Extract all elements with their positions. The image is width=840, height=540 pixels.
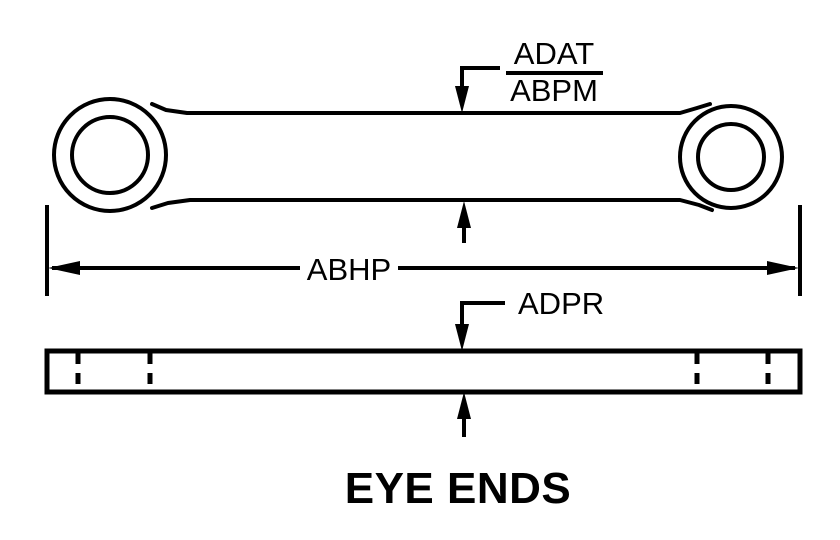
- label-abhp: ABHP: [307, 252, 391, 287]
- label-abpm: ABPM: [510, 73, 598, 108]
- right-eye-outer-circle: [678, 104, 784, 210]
- plan-view: [52, 97, 784, 213]
- width-lower-arrow-group: [457, 201, 471, 243]
- thickness-lower-arrow-group: [457, 392, 471, 437]
- label-adpr: ADPR: [518, 286, 604, 321]
- left-eye-outer-circle: [52, 97, 168, 213]
- width-arrow-up: [457, 201, 471, 228]
- bar-bottom-edge: [150, 198, 714, 212]
- right-eye-bore-circle: [696, 122, 766, 192]
- drawing-title: EYE ENDS: [345, 464, 572, 513]
- left-eye-bore-circle: [70, 115, 150, 195]
- dimension-arrow-left: [48, 261, 80, 275]
- label-adat: ADAT: [514, 36, 594, 71]
- thickness-arrow-up: [457, 392, 471, 419]
- edge-view-outline: [44, 348, 803, 395]
- thickness-arrow-down: [455, 324, 469, 351]
- thickness-callout-group: ADPR: [455, 286, 604, 351]
- width-arrow-down: [455, 86, 469, 113]
- bar-top-edge: [150, 102, 712, 115]
- width-callout-group: ADAT ABPM: [455, 36, 603, 113]
- dimension-arrow-right: [767, 261, 799, 275]
- overall-length-dimension-group: ABHP: [45, 205, 802, 296]
- edge-view: [44, 348, 803, 395]
